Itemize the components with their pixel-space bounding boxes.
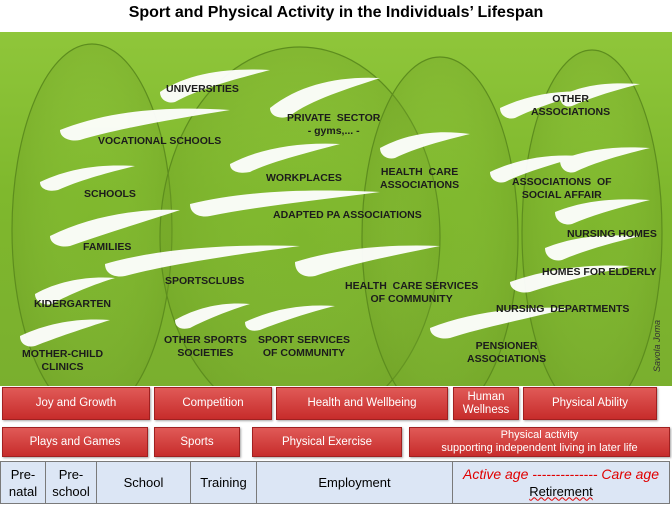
label-nursing-homes: NURSING HOMES <box>567 228 657 240</box>
stage-active-care-age: Active age -------------- Care age Retir… <box>452 461 670 504</box>
diagram-title: Sport and Physical Activity in the Indiv… <box>128 4 544 21</box>
label-private-sector: PRIVATE SECTOR - gyms,... - <box>287 112 381 137</box>
label-health-care-associations: HEALTH CARE ASSOCIATIONS <box>380 166 460 191</box>
box-plays-and-games: Plays and Games <box>2 427 148 457</box>
box-competition: Competition <box>154 387 272 420</box>
lifespan-panel: UNIVERSITIES VOCATIONAL SCHOOLS SCHOOLS … <box>0 32 672 386</box>
retirement-label: Retirement <box>529 483 593 499</box>
label-kindergarten: KIDERGARTEN <box>34 298 112 310</box>
label-schools: SCHOOLS <box>84 188 136 200</box>
label-health-care-services: HEALTH CARE SERVICES OF COMMUNITY <box>345 280 479 305</box>
label-adapted-pa-associations: ADAPTED PA ASSOCIATIONS <box>273 209 422 221</box>
label-other-sports-societies: OTHER SPORTS SOCIETIES <box>164 334 247 359</box>
label-universities: UNIVERSITIES <box>166 83 239 95</box>
box-health-and-wellbeing: Health and Wellbeing <box>276 387 448 420</box>
author-credit: Savola Joma <box>652 319 662 372</box>
label-mother-child-clinics: MOTHER-CHILD CLINICS <box>22 348 104 373</box>
label-nursing-departments: NURSING DEPARTMENTS <box>496 303 630 315</box>
label-pensioner-associations: PENSIONER ASSOCIATIONS <box>467 340 547 365</box>
label-social-affair-associations: ASSOCIATIONS OF SOCIAL AFFAIR <box>512 176 612 201</box>
label-families: FAMILIES <box>83 241 132 253</box>
active-care-age-label: Active age -------------- Care age <box>462 465 659 482</box>
box-joy-and-growth: Joy and Growth <box>2 387 150 420</box>
stage-training: Training <box>190 461 257 504</box>
label-vocational-schools: VOCATIONAL SCHOOLS <box>98 135 222 147</box>
box-sports: Sports <box>154 427 240 457</box>
box-physical-ability: Physical Ability <box>523 387 657 420</box>
label-sport-services-community: SPORT SERVICES OF COMMUNITY <box>258 334 350 359</box>
label-sportsclubs: SPORTSCLUBS <box>165 275 245 287</box>
ellipse-old-age <box>521 49 663 386</box>
box-human-wellness: Human Wellness <box>453 387 519 420</box>
label-workplaces: WORKPLACES <box>266 172 342 184</box>
stage-school: School <box>96 461 191 504</box>
label-homes-for-elderly: HOMES FOR ELDERLY <box>542 266 657 278</box>
box-physical-exercise: Physical Exercise <box>252 427 402 457</box>
ellipses-and-swooshes <box>11 43 663 386</box>
label-other-associations: OTHER ASSOCIATIONS <box>531 93 611 118</box>
box-physical-activity-later-life: Physical activity supporting independent… <box>409 427 670 457</box>
stage-employment: Employment <box>256 461 453 504</box>
stage-preschool: Pre- school <box>45 461 97 504</box>
stage-prenatal: Pre- natal <box>0 461 46 504</box>
